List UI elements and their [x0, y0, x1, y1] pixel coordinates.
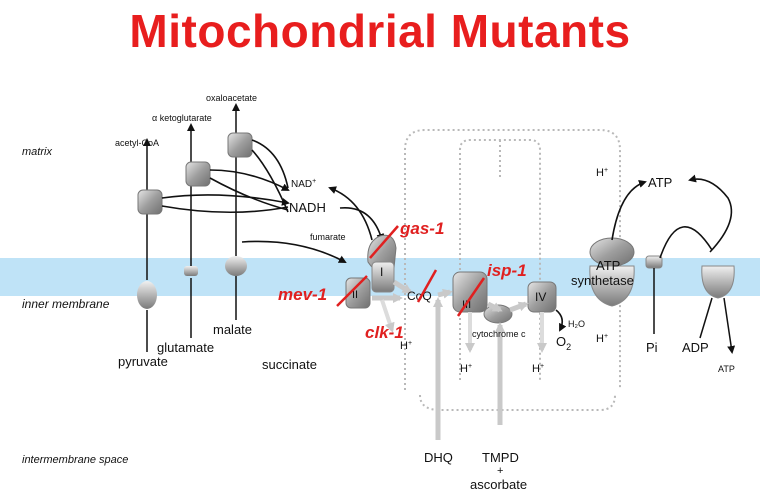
- o2-o: O: [556, 334, 566, 349]
- h-plus-complex-iv: H+: [532, 363, 544, 375]
- glutamate-label: glutamate: [157, 340, 214, 355]
- h-plus-complex-iii: H+: [460, 363, 472, 375]
- h-plus-synthetase-matrix-sup: +: [604, 167, 608, 174]
- tca-enzyme-3: [227, 132, 253, 158]
- h-plus-complex-i-h: H: [400, 340, 408, 352]
- complex-iv-label: IV: [535, 290, 546, 304]
- proton-labels: H+ H+ H+ H+ H+: [400, 167, 608, 375]
- nadh-cycle-arrows: [161, 139, 385, 263]
- product-arrows: [555, 174, 733, 332]
- malate-label: malate: [213, 322, 252, 337]
- atp-synthetase: [589, 237, 635, 307]
- complex-ii: [345, 277, 371, 309]
- ascorbate-label: ascorbate: [470, 477, 527, 492]
- tmpd-label: TMPD: [482, 450, 519, 465]
- atp-synthetase-label-1: ATP: [596, 258, 620, 273]
- cytochrome-c-label: cytochrome c: [472, 329, 526, 339]
- atp-synthetase-label-2: synthetase: [571, 273, 634, 288]
- clk-1-label: clk-1: [365, 323, 404, 342]
- tca-enzyme-2: [185, 161, 211, 187]
- glutamate-transporter: [184, 123, 198, 338]
- isp-1-label: isp-1: [487, 261, 527, 280]
- page-title: Mitochondrial Mutants: [129, 5, 631, 57]
- atp-bottom-label: ATP: [718, 364, 735, 374]
- pyruvate-label: pyruvate: [118, 354, 168, 369]
- nad-superscript: +: [312, 178, 316, 185]
- coq-label: CoQ: [407, 289, 432, 303]
- electron-flow-arrows: [372, 279, 529, 440]
- proton-pump-arrows: [380, 299, 547, 353]
- nad-text: NAD: [291, 179, 312, 190]
- intermembrane-space-label: intermembrane space: [22, 454, 128, 466]
- complex-i: [367, 234, 397, 293]
- h-plus-synthetase-ims-sup: +: [604, 333, 608, 340]
- h-plus-complex-i: H+: [400, 340, 412, 352]
- pyruvate-transporter: [137, 138, 157, 352]
- mev-1-label: mev-1: [278, 285, 327, 304]
- o2-subscript: 2: [566, 342, 571, 352]
- pi-label: Pi: [646, 340, 658, 355]
- alpha-ketoglutarate-label: α ketoglutarate: [152, 113, 212, 123]
- atp-top-label: ATP: [648, 175, 672, 190]
- succinate-label: succinate: [262, 357, 317, 372]
- complex-i-label: I: [380, 265, 383, 279]
- plus-label: +: [497, 465, 503, 477]
- h-plus-complex-iv-sup: +: [540, 363, 544, 370]
- nadh-label: NADH: [289, 200, 326, 215]
- h-plus-synthetase-ims-h: H: [596, 333, 604, 345]
- matrix-label: matrix: [22, 146, 52, 158]
- h-plus-synthetase-matrix-h: H: [596, 167, 604, 179]
- h2o-label: H₂O: [568, 319, 585, 329]
- proton-loops: [404, 129, 621, 411]
- h-plus-synthetase-ims: H+: [596, 333, 608, 345]
- pi-transporter: [645, 255, 663, 334]
- mutant-strikes: [336, 225, 486, 317]
- complex-ii-label: II: [352, 289, 358, 301]
- fumarate-label: fumarate: [310, 232, 346, 242]
- h-plus-complex-iii-sup: +: [468, 363, 472, 370]
- h-plus-complex-iii-h: H: [460, 363, 468, 375]
- o2-label: O2: [556, 334, 571, 352]
- gas-1-label: gas-1: [399, 219, 444, 238]
- malate-transporter: [225, 103, 247, 320]
- oxaloacetate-label: oxaloacetate: [206, 93, 257, 103]
- h-plus-complex-iv-h: H: [532, 363, 540, 375]
- tca-enzyme-1: [137, 189, 163, 215]
- inner-membrane-label: inner membrane: [22, 297, 110, 311]
- acetyl-coa-label: acetyl-CoA: [115, 138, 159, 148]
- nad-label: NAD+: [291, 178, 316, 190]
- h-plus-complex-i-sup: +: [408, 340, 412, 347]
- h-plus-synthetase-matrix: H+: [596, 167, 608, 179]
- adp-atp-carrier: [699, 265, 736, 354]
- adp-label: ADP: [682, 340, 709, 355]
- dhq-label: DHQ: [424, 450, 453, 465]
